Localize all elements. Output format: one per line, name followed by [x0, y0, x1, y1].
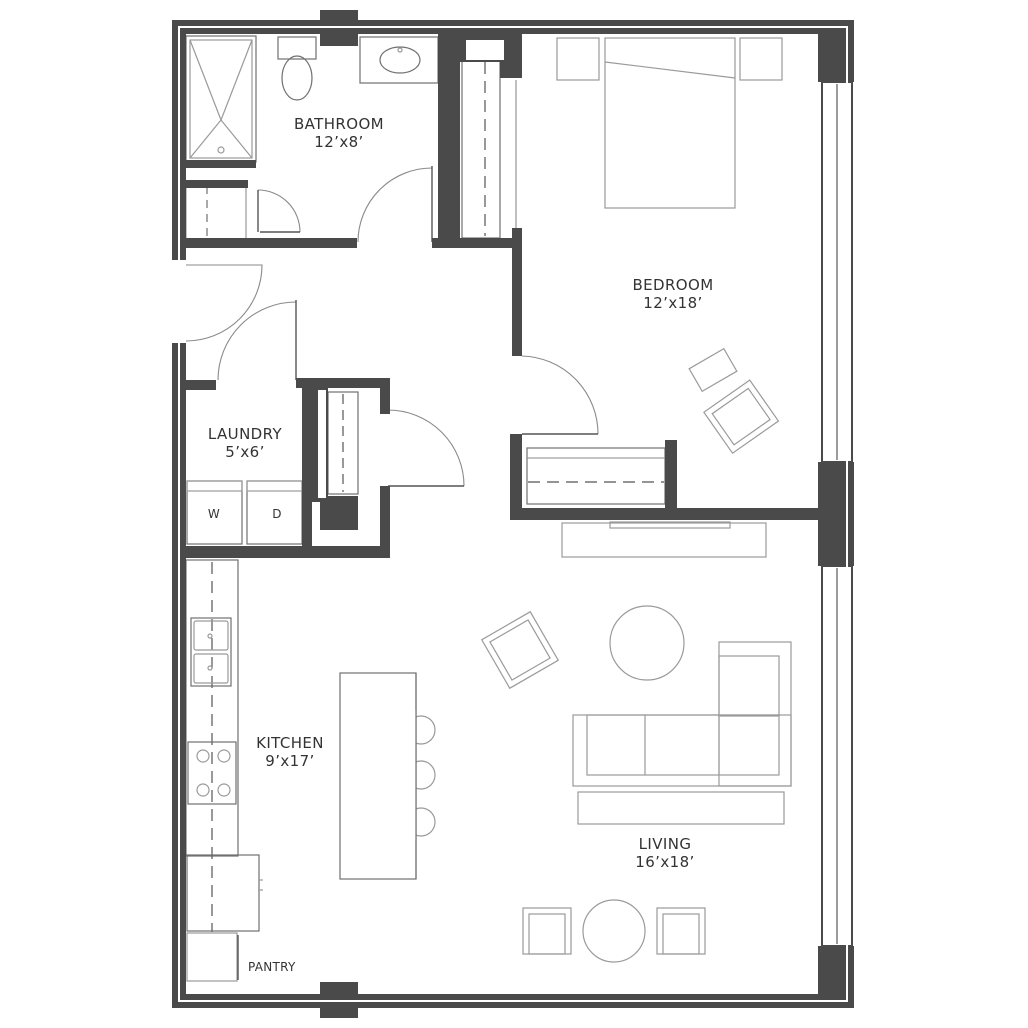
bed — [604, 37, 736, 209]
sofa-table — [577, 791, 785, 825]
bedroom-chair — [703, 379, 780, 455]
kitchen-size: 9’x17’ — [265, 752, 314, 770]
console-table — [561, 522, 767, 558]
living-chair — [480, 610, 560, 690]
washer-label: W — [208, 507, 220, 521]
sectional-sofa — [572, 641, 792, 787]
living-name: LIVING — [639, 835, 692, 853]
room-labels: BATHROOM 12’x8’ BEDROOM 12’x18’ LAUNDRY … — [208, 115, 713, 871]
kitchen-sink — [190, 617, 232, 687]
bedroom-name: BEDROOM — [632, 276, 713, 294]
nightstand-left — [556, 37, 600, 81]
cooktop — [187, 741, 237, 805]
bedroom-ottoman — [688, 347, 738, 393]
dryer-label: D — [272, 507, 282, 521]
dining-set — [522, 899, 706, 963]
bedroom-furniture — [461, 37, 783, 505]
kitchen-fixtures: PANTRY — [185, 559, 436, 982]
living-furniture — [480, 521, 792, 963]
living-size: 16’x18’ — [635, 853, 694, 871]
doors — [185, 166, 599, 487]
laundry-name: LAUNDRY — [208, 425, 283, 443]
wall-outlines — [178, 26, 848, 1002]
kitchen-island — [339, 672, 436, 880]
bedroom-size: 12’x18’ — [643, 294, 702, 312]
refrigerator — [186, 854, 263, 932]
kitchen-name: KITCHEN — [256, 734, 324, 752]
laundry-size: 5’x6’ — [225, 443, 265, 461]
pantry-label: PANTRY — [248, 960, 296, 974]
nightstand-right — [739, 37, 783, 81]
toilet — [277, 36, 317, 101]
bathroom-name: BATHROOM — [294, 115, 384, 133]
bathroom-size: 12’x8’ — [314, 133, 363, 151]
coffee-table-round — [609, 605, 685, 681]
bathroom-fixtures — [185, 35, 439, 240]
